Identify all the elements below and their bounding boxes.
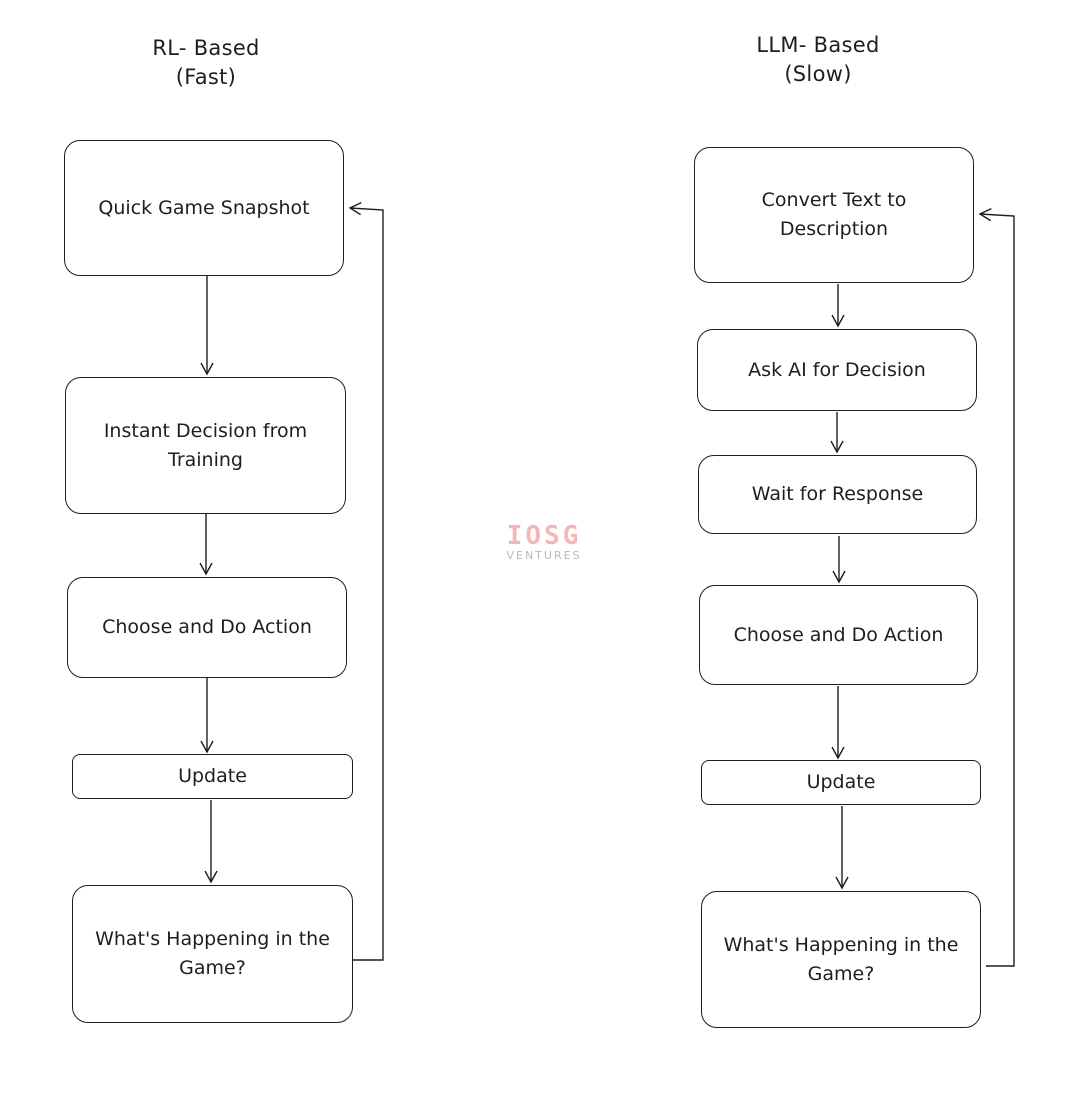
- llm-node-convert-text: Convert Text to Description: [694, 147, 974, 283]
- watermark-logo: IOSG: [506, 521, 582, 551]
- rl-node-instant-decision: Instant Decision from Training: [65, 377, 346, 514]
- rl-title-line1: RL- Based: [152, 36, 260, 60]
- llm-loop-arrow: [978, 208, 1015, 967]
- rl-loop-arrow: [348, 202, 384, 961]
- rl-node-label: What's Happening in the Game?: [95, 928, 330, 979]
- watermark-subtitle: VENTURES: [506, 549, 582, 562]
- llm-node-whats-happening: What's Happening in the Game?: [701, 891, 981, 1028]
- rl-node-update: Update: [72, 754, 353, 799]
- llm-node-label: Convert Text to Description: [761, 189, 907, 240]
- rl-node-label: Update: [178, 765, 247, 787]
- rl-title-line2: (Fast): [175, 65, 237, 89]
- llm-node-choose-action: Choose and Do Action: [699, 585, 978, 685]
- llm-node-update: Update: [701, 760, 981, 805]
- rl-node-whats-happening: What's Happening in the Game?: [72, 885, 353, 1023]
- rl-node-label: Choose and Do Action: [102, 616, 312, 638]
- llm-node-label: Ask AI for Decision: [748, 358, 926, 381]
- llm-node-label: Choose and Do Action: [733, 623, 944, 646]
- rl-column-title: RL- Based (Fast): [106, 34, 306, 92]
- llm-node-label: Update: [806, 771, 876, 793]
- rl-node-label: Instant Decision from Training: [103, 419, 308, 471]
- iosg-watermark: IOSG VENTURES: [494, 522, 594, 562]
- llm-node-wait-response: Wait for Response: [698, 455, 977, 534]
- llm-node-ask-ai: Ask AI for Decision: [697, 329, 977, 411]
- llm-column-title: LLM- Based (Slow): [708, 31, 928, 89]
- rl-node-label: Quick Game Snapshot: [98, 196, 310, 219]
- llm-title-line2: (Slow): [784, 62, 852, 86]
- llm-node-label: Wait for Response: [751, 483, 924, 505]
- llm-node-label: What's Happening in the Game?: [723, 933, 959, 985]
- llm-title-line1: LLM- Based: [756, 33, 880, 57]
- rl-node-quick-game-snapshot: Quick Game Snapshot: [64, 140, 344, 276]
- rl-node-choose-action: Choose and Do Action: [67, 577, 347, 678]
